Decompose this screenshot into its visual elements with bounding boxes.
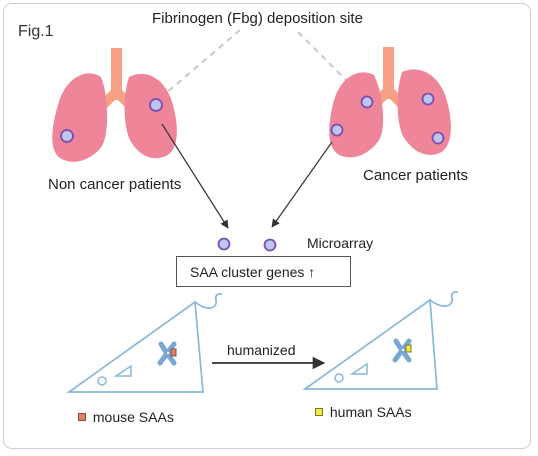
mouse-model-left	[66, 292, 223, 393]
mouse-legend: mouse SAAs	[78, 410, 174, 424]
saa-cluster-text: SAA cluster genes ↑	[190, 265, 315, 279]
diagram-title: Fibrinogen (Fbg) deposition site	[152, 10, 363, 27]
humanized-label: humanized	[227, 342, 296, 358]
microarray-arrows	[161, 123, 333, 229]
human-legend: human SAAs	[315, 405, 412, 419]
cancer-label: Cancer patients	[363, 167, 469, 184]
microarray-label: Microarray	[307, 235, 374, 251]
mouse-model-right	[302, 290, 459, 390]
up-arrow-icon: ↑	[308, 264, 316, 280]
figure-label: Fig.1	[18, 23, 54, 40]
saa-cluster-label: SAA cluster genes	[190, 264, 305, 280]
mouse-chromosome-icon	[157, 341, 177, 366]
saa-cluster-box: SAA cluster genes ↑	[176, 256, 351, 287]
mouse-legend-label: mouse SAAs	[92, 409, 174, 425]
human-chromosome-icon	[392, 338, 412, 363]
human-legend-label: human SAAs	[329, 404, 412, 420]
mouse-marker-icon	[78, 413, 86, 422]
microarray-dots	[217, 237, 277, 252]
non-cancer-lungs-illustration	[52, 48, 177, 162]
deposition-site-dashed-lines	[157, 29, 367, 101]
human-marker-icon	[315, 408, 323, 417]
cancer-lungs-illustration	[329, 47, 451, 158]
non-cancer-label: Non cancer patients	[48, 176, 182, 193]
